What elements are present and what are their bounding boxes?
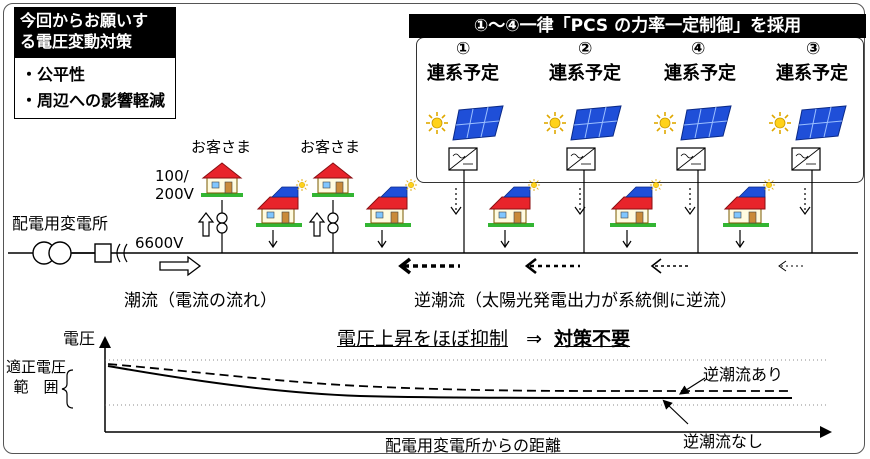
proper-range-line1: 適正電圧	[6, 358, 67, 376]
proper-range-label: 適正電圧 範 囲	[6, 357, 66, 397]
pcs-unit-number: ②	[578, 39, 593, 59]
curve-without-reverse-flow	[107, 365, 792, 399]
service-voltage-label: 100/ 200V	[155, 167, 194, 203]
legend-without-reverse-flow: 逆潮流なし	[683, 432, 764, 451]
voltage-graph	[61, 336, 832, 438]
pcs-unit-number: ①	[456, 39, 471, 59]
pcs-box-title: ①〜④一律「PCS の力率一定制御」を採用	[409, 14, 866, 38]
pcs-unit-4	[653, 105, 732, 171]
line-voltage-label: 6600V	[135, 234, 184, 252]
notice-bullet: ・周辺への影響軽減	[21, 91, 166, 110]
pv-house	[256, 179, 308, 227]
customer-label: お客さま	[191, 138, 252, 156]
pcs-unit-1	[425, 105, 504, 171]
line-break-symbol	[116, 243, 128, 263]
supply-arrows	[197, 212, 326, 237]
headline-conclusion: 対策不要	[554, 328, 631, 350]
pole-transformer-2	[327, 200, 339, 253]
notice-title-line2: る電圧変動対策	[20, 32, 133, 51]
substation-label: 配電用変電所	[12, 214, 109, 233]
curve-with-reverse-flow	[107, 363, 792, 392]
pcs-unit-3	[768, 105, 847, 171]
service-voltage-line1: 100/	[155, 167, 189, 185]
headline-arrow: ⇒	[526, 328, 542, 350]
notice-title: 今回からお願いす る電圧変動対策	[14, 7, 176, 57]
pv-house	[610, 179, 662, 227]
pcs-unit-label: 連系予定	[664, 63, 736, 84]
notice-title-line1: 今回からお願いす	[20, 11, 149, 30]
x-axis-label: 配電用変電所からの距離	[385, 436, 562, 455]
substation-transformer	[32, 241, 112, 265]
reverse-flow-label: 逆潮流（太陽光発電出力が系統側に逆流）	[414, 291, 737, 311]
notice-box: ・公平性 ・周辺への影響軽減	[14, 57, 176, 119]
legend-with-reverse-flow: 逆潮流あり	[703, 365, 784, 384]
headline: 電圧上昇をほぼ抑制 ⇒ 対策不要	[337, 324, 630, 351]
customer-house-1	[200, 162, 244, 198]
pcs-unit-label: 連系予定	[549, 63, 621, 84]
pcs-unit-label: 連系予定	[776, 63, 848, 84]
pcs-unit-2	[543, 105, 622, 171]
notice-bullet: ・公平性	[21, 65, 86, 84]
y-axis-label: 電圧	[63, 329, 96, 348]
pv-house	[488, 179, 540, 227]
diagram-frame	[3, 3, 865, 454]
pv-house	[365, 179, 417, 227]
customer-label: お客さま	[300, 138, 361, 156]
service-voltage-line2: 200V	[155, 185, 194, 203]
forward-flow-label: 潮流（電流の流れ）	[124, 291, 277, 311]
headline-text: 電圧上昇をほぼ抑制	[337, 328, 509, 350]
customer-house-2	[311, 162, 355, 198]
pcs-output-arrows	[455, 188, 806, 212]
proper-range-line2: 範 囲	[13, 378, 59, 396]
forward-flow-arrow	[159, 255, 202, 277]
pv-house	[723, 179, 775, 227]
reverse-flow-arrows	[398, 257, 805, 275]
pole-transformer-1	[216, 200, 228, 253]
pcs-unit-label: 連系予定	[427, 63, 499, 84]
pcs-unit-number: ③	[806, 39, 821, 59]
pcs-unit-number: ④	[691, 39, 706, 59]
